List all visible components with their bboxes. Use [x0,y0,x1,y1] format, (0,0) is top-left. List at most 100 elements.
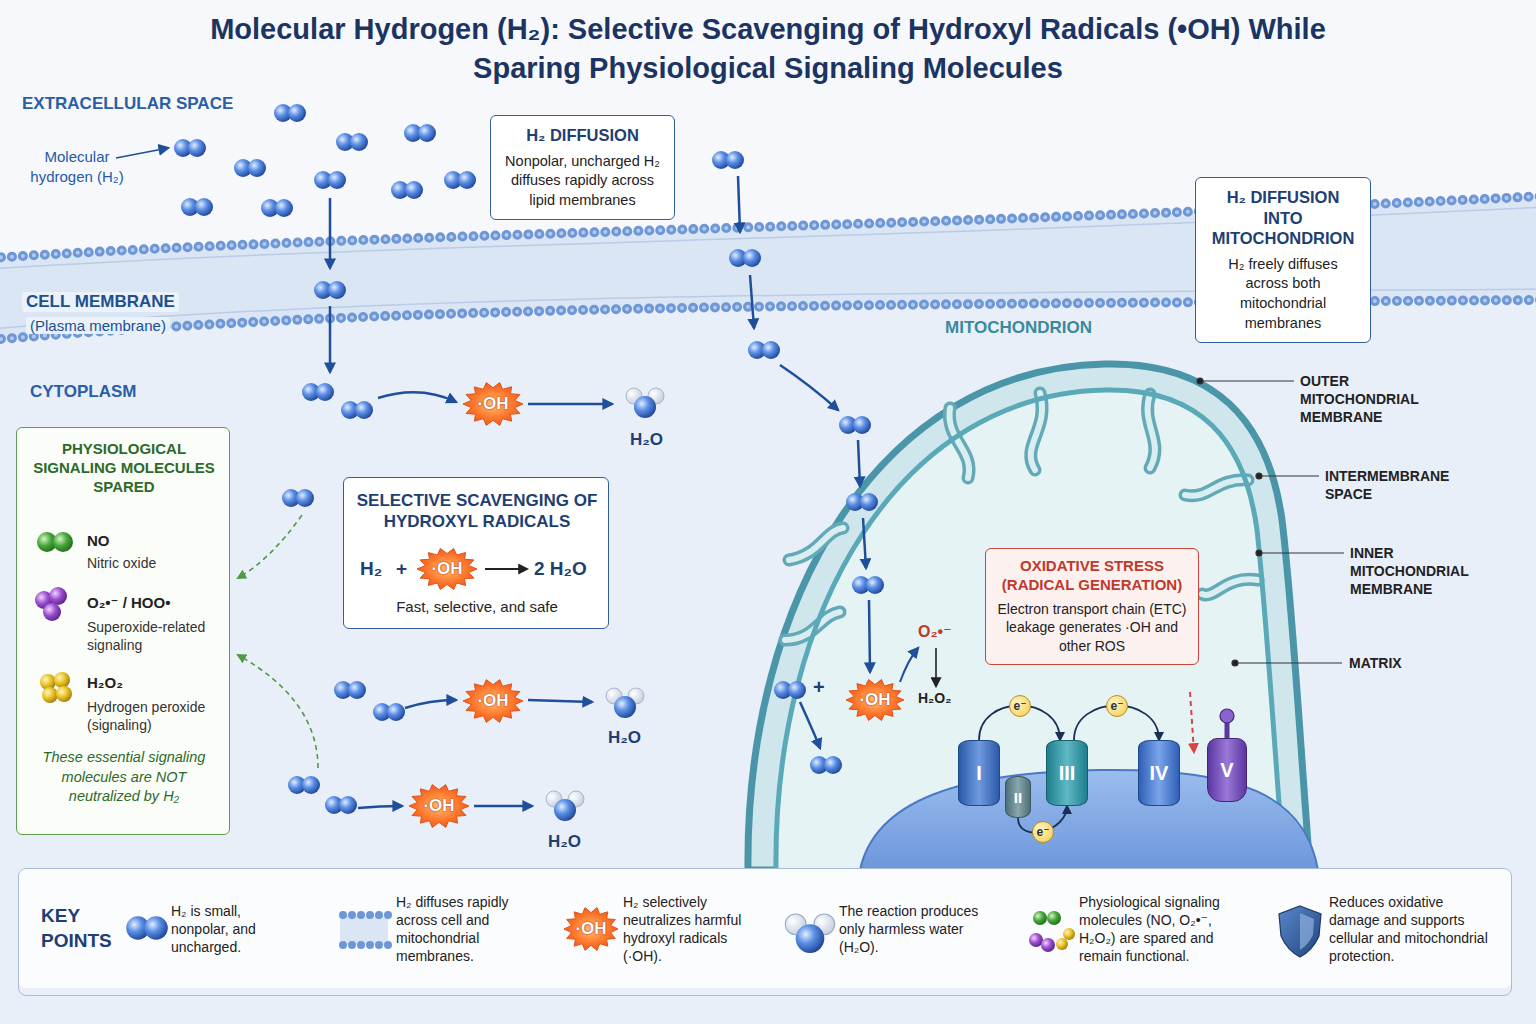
decor-circle [375,941,383,949]
decor-use [712,151,744,169]
info-box: H₂ DIFFUSION Nonpolar, uncharged H₂ diffu… [490,115,675,220]
organelle-label: MITOCHONDRION [945,318,1092,338]
edge-label: e⁻ [1013,699,1026,713]
decor-rect [340,915,388,945]
cytoplasm-ground [0,262,1536,1024]
key-points-panel: KEY POINTSH₂ is small, nonpolar, and unc… [18,868,1512,996]
decor-circle [1220,709,1234,723]
decor-circle [1056,938,1068,950]
decor-circle [54,672,70,688]
text-slot: Nitric oxide [87,554,223,572]
decor-use [282,489,314,507]
decor-circle [1047,911,1061,925]
decor-line [1225,722,1230,738]
decor-path [789,528,843,560]
complex-v: V [1207,738,1247,802]
node-body: H₂ freely diffuses across both mitochond… [1206,255,1360,333]
decor-use [391,181,423,199]
node-heading: H₂ DIFFUSION [501,125,664,146]
radical-burst: ·OH [563,906,619,952]
node-text: These essential signaling molecules are … [25,748,223,807]
edge-label: e⁻ [1110,699,1123,713]
decor-path [738,176,740,232]
decor-use [302,383,334,401]
decor-circle [53,532,73,552]
complex-iii: III [1046,740,1088,806]
text-slot: NO [87,532,223,549]
text-slot: O₂•⁻ / HOO• [87,594,223,612]
decor-circle [357,911,365,919]
membrane-label-area: CELL MEMBRANE [22,292,179,312]
text-slot: H₂ selectively neutralizes harmful hydro… [623,869,758,989]
edge-label: e⁻ [1036,825,1049,839]
text-slot: H₂ diffuses rapidly across cell and mito… [396,869,531,989]
decor-use [839,416,871,434]
title-area: Molecular Hydrogen (H₂): Selective Scave… [168,10,1368,88]
node-text: Superoxide-related signaling [87,618,223,654]
decor-path [358,806,402,808]
decor-path [1148,394,1155,468]
text-slot: H₂O₂ [87,674,223,691]
decor-circle [339,911,347,919]
stress-box: OXIDATIVE STRESS (RADICAL GENERATION)Ele… [985,548,1199,665]
decor-path [528,403,612,406]
decor-circle [348,941,356,949]
node-text: + [396,558,416,580]
product-label: H₂O [630,430,663,450]
decor-use [774,681,806,699]
decor-path [789,528,843,560]
decor-use [404,124,436,142]
node-heading: ·OH [575,919,606,939]
decor-use [126,916,168,939]
text-slot: These essential signaling molecules are … [25,748,223,807]
info-box: H₂ DIFFUSION INTO MITOCHONDRIONH₂ freely… [1195,177,1371,343]
decor-rect [343,477,609,629]
node-heading: IV [1150,762,1169,785]
node-text: H₂O₂ [87,674,223,691]
text-slot: PHYSIOLOGICAL SIGNALING MOLECULES SPARED [25,440,223,496]
decor-circle [366,941,374,949]
text-slot: Fast, selective, and safe [354,598,600,615]
text-slot: Superoxide-related signaling [87,618,223,654]
decor-path [474,805,532,808]
ros-arrow [1190,692,1194,752]
starburst-outline [846,680,904,721]
decor-path [748,364,1310,870]
spared-panel: PHYSIOLOGICAL SIGNALING MOLECULES SPARED… [16,427,230,835]
species-label-area: O₂•⁻ [918,622,952,641]
part-label-area: MATRIX [1349,654,1402,672]
decor-use [373,703,405,721]
decor-line [1259,475,1319,476]
decor-path [858,440,860,486]
decor-path [1202,579,1258,595]
decor-path [869,600,870,672]
region-label: EXTRACELLULAR SPACE [22,94,233,114]
node-heading: ·OH [477,691,508,711]
decor-use [606,688,644,718]
node-body: Nonpolar, uncharged H₂ diffuses rapidly … [501,152,664,211]
decor-rect [16,427,230,835]
decor-use [729,249,761,267]
decor-use [314,281,346,299]
text-slot: Reduces oxidative damage and supports ce… [1329,869,1496,989]
node-text: Hydrogen peroxide (signaling) [87,698,223,734]
diagram-title: Molecular Hydrogen (H₂): Selective Scave… [168,10,1368,88]
decor-circle [339,941,347,949]
starburst-outline [417,549,477,590]
flow-arrows [116,148,1270,932]
node-heading: ·OH [431,559,462,579]
decor-use [748,341,780,359]
electron-badge: e⁻ [1106,695,1128,717]
species-label: O₂•⁻ [918,622,952,641]
region-label: CYTOPLASM [30,382,136,402]
node-heading: H₂ DIFFUSION INTO MITOCHONDRION [1206,187,1360,249]
decor-use [234,159,266,177]
decor-use [181,198,213,216]
decor-circle [375,911,383,919]
product-label-area: H₂O [608,728,641,748]
node-heading: ·OH [859,690,890,710]
complex-i: I [958,740,1000,806]
decor-circle [1197,378,1203,384]
molecule-label: Molecular hydrogen (H₂) [18,147,136,186]
